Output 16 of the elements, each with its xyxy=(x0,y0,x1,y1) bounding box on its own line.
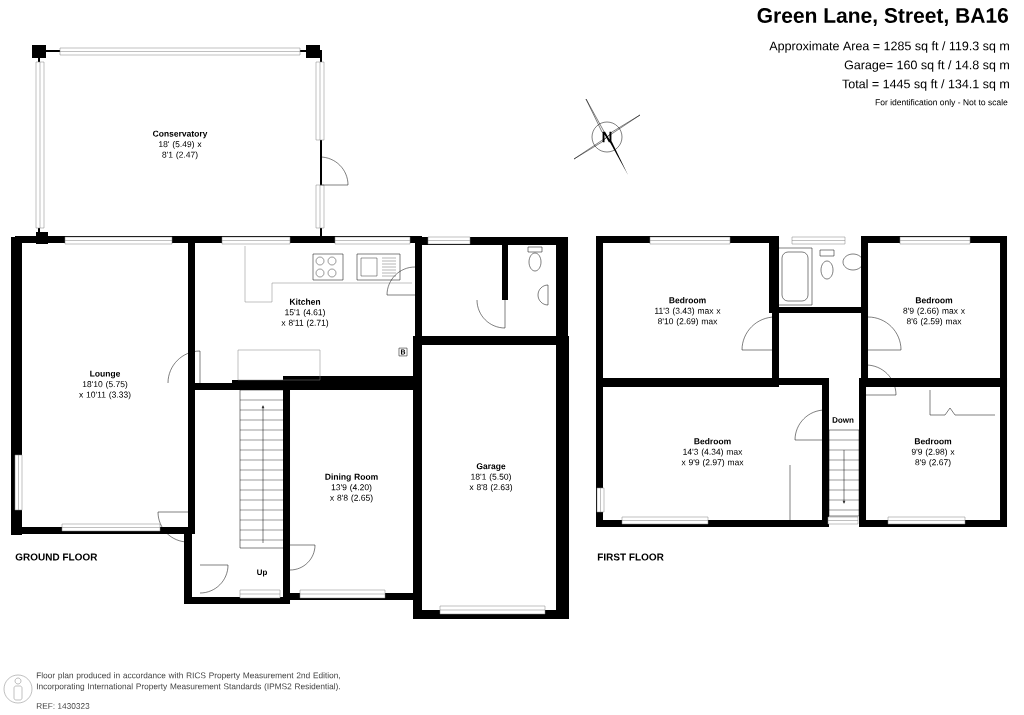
stair-label: Up xyxy=(257,569,267,577)
floor-name: FIRST FLOOR xyxy=(597,553,664,561)
stair-label: Down xyxy=(832,417,854,423)
compass-drawing: N xyxy=(573,98,641,175)
room: Bedroom 9'9 (2.98) x 8'9 (2.67) xyxy=(859,378,1007,527)
area-text: Approximate Area = 1285 sq ft / 119.3 sq m xyxy=(769,41,1009,53)
reference-number: REF: 1430323 xyxy=(36,703,90,709)
footer-note: Floor plan produced in accordance with RICS Property Measurement 2nd Edition, Incorporating International Property Measurement Standards (IPMS2 Residential). xyxy=(36,672,340,691)
floor-name: GROUND FLOOR xyxy=(15,553,98,561)
title: Green Lane, Street, BA16 xyxy=(757,8,1008,26)
room: Dining Room 13'9 (4.20) x 8'8 (2.65) xyxy=(283,376,420,600)
room: Bedroom 14'3 (4.34) max x 9'9 (2.97) max xyxy=(596,378,829,527)
room: Garage 18'1 (5.50) x 8'8 (2.63) xyxy=(413,336,569,619)
scale-note: For identification only - Not to scale xyxy=(875,99,1008,107)
area-text: Total = 1445 sq ft / 134.1 sq m xyxy=(842,79,1009,91)
area-text: Garage= 160 sq ft / 14.8 sq m xyxy=(844,60,1009,72)
